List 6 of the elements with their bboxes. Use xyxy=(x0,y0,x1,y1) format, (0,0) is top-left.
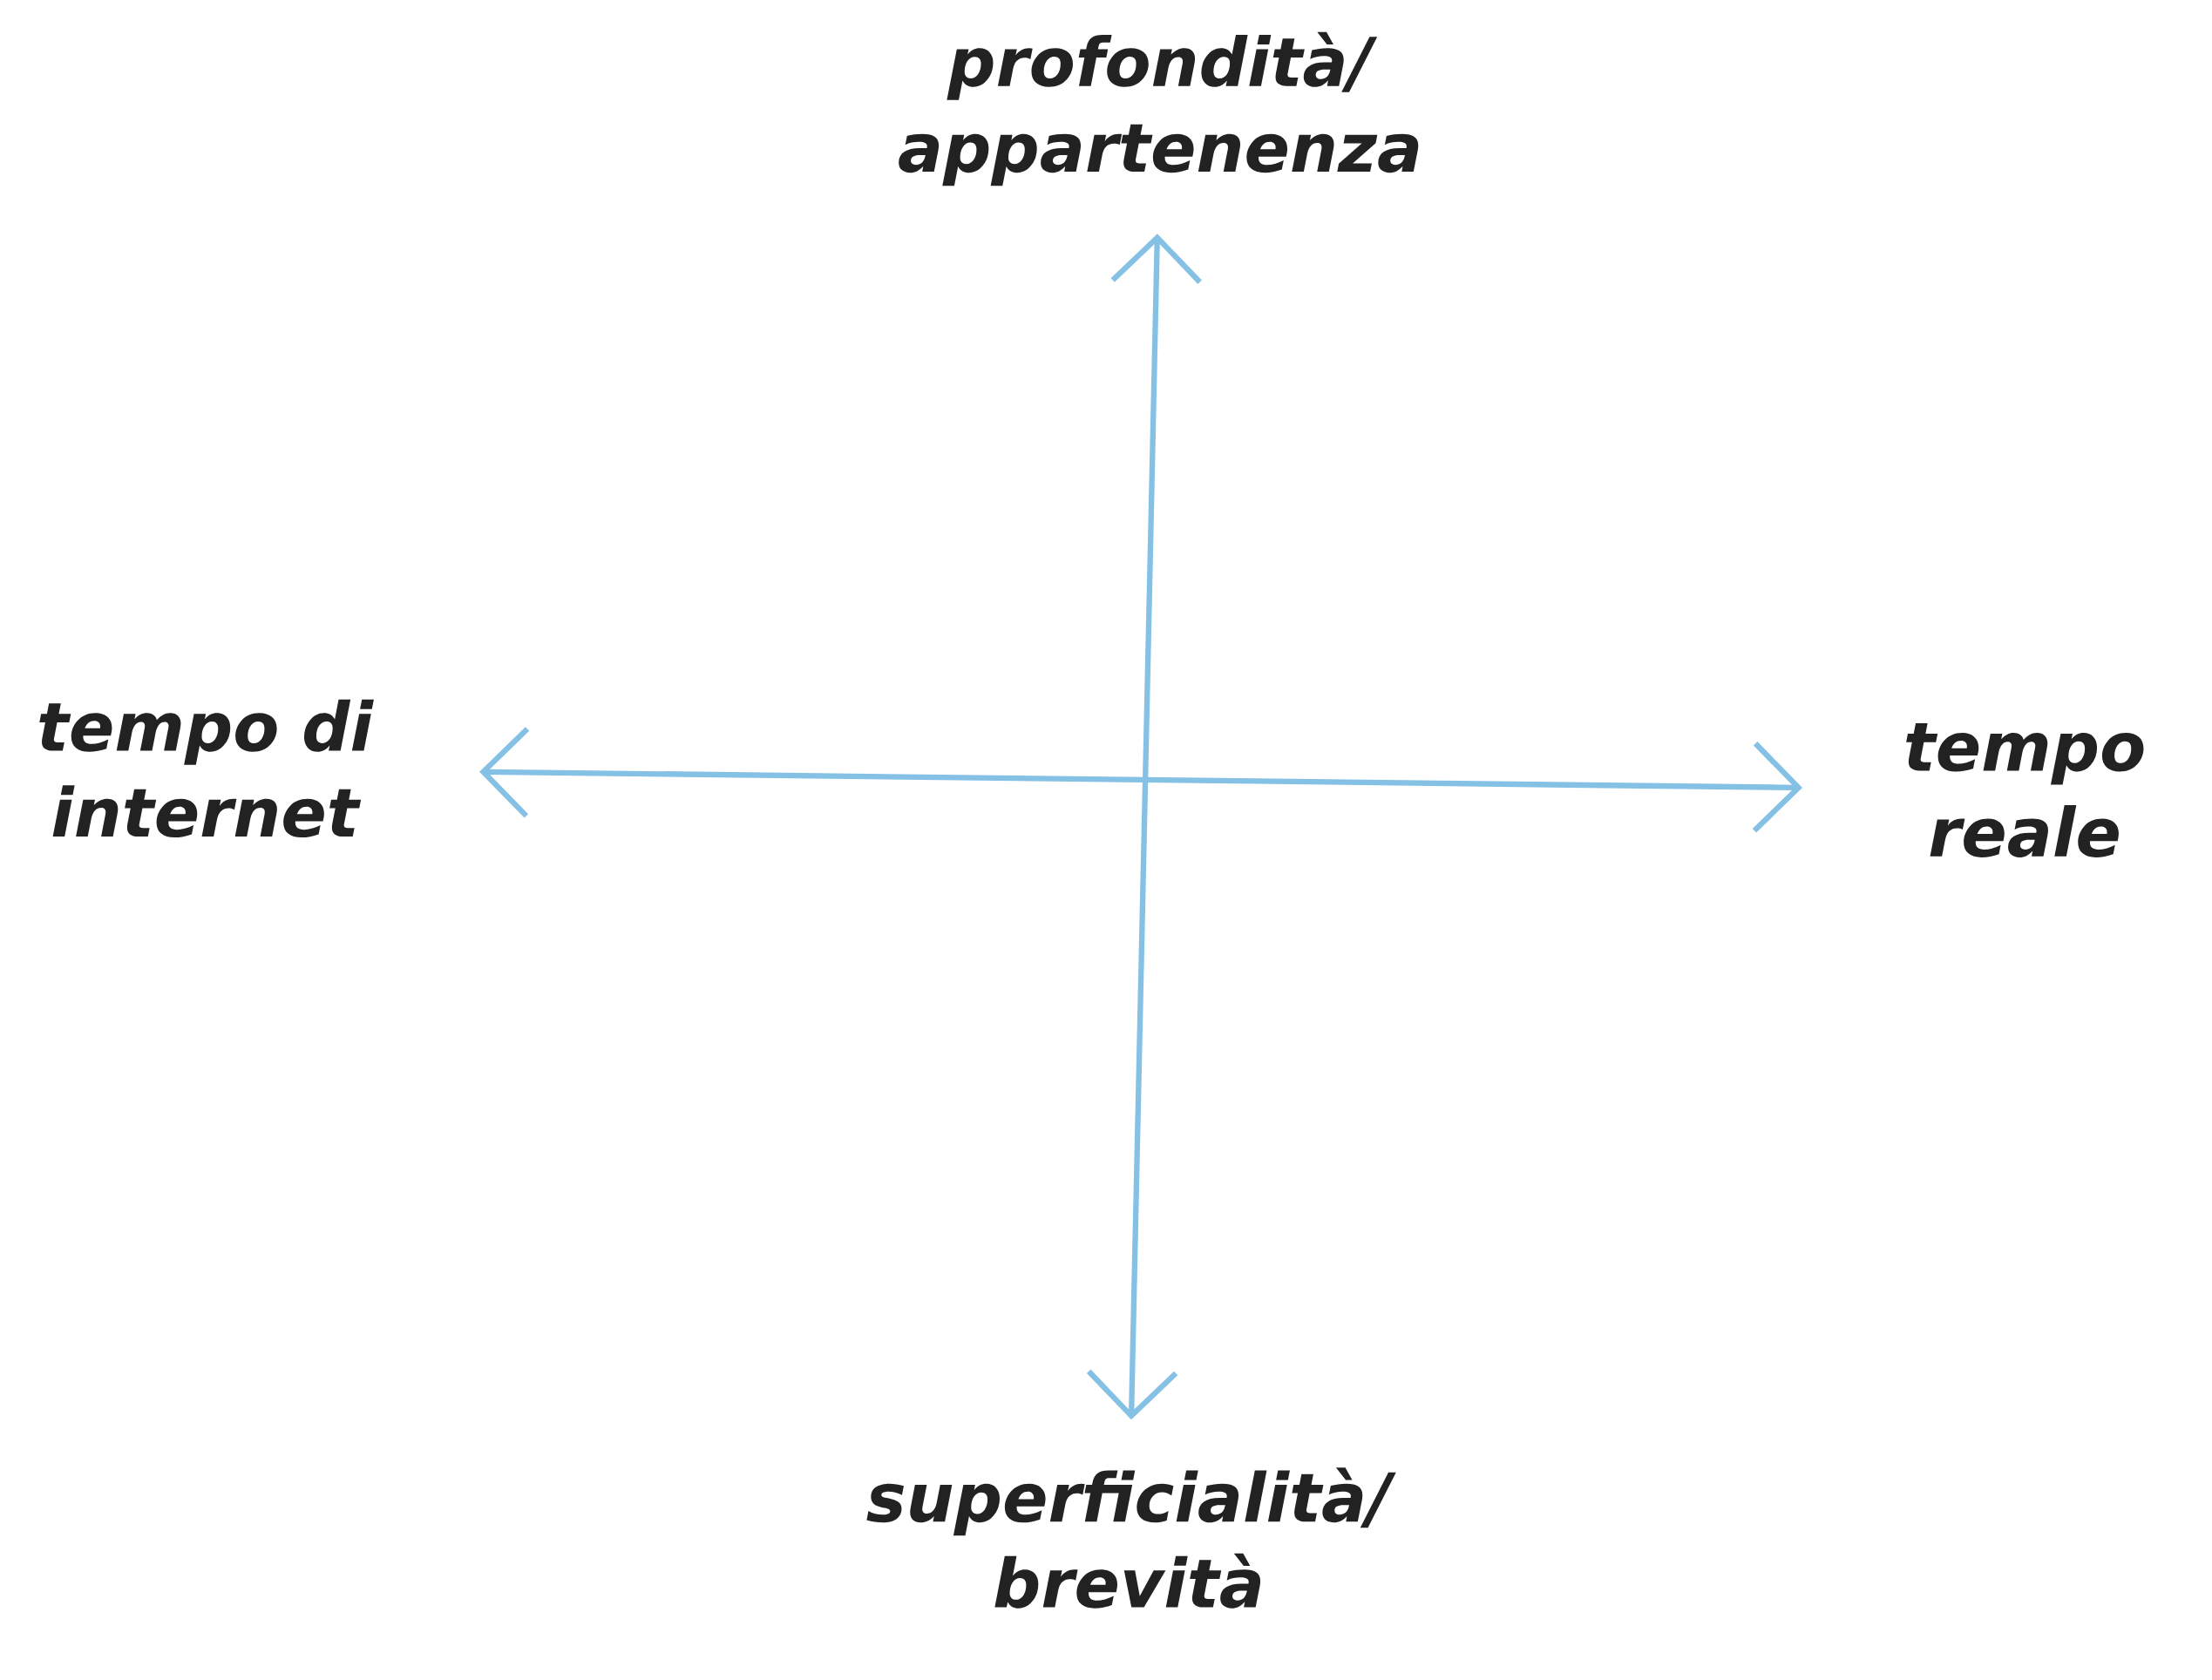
axis-label: profondità/ appartenenza xyxy=(899,31,1419,186)
axis-label: tempo reale xyxy=(1906,723,2144,857)
double-arrow xyxy=(479,727,1803,833)
axis-label: superficialità/ brevità xyxy=(866,1467,1396,1609)
double-arrow xyxy=(1086,234,1202,1420)
axis-label: tempo di internet xyxy=(39,699,374,838)
